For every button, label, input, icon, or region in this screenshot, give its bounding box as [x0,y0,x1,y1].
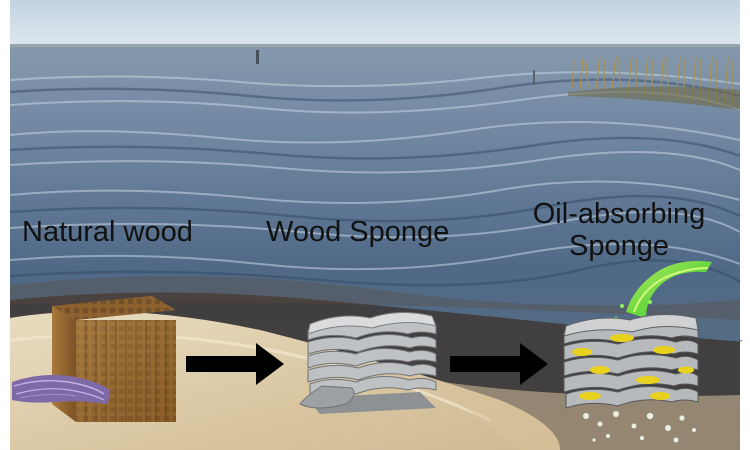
wood-sponge-stack [299,312,437,414]
right-arrow-icon [186,343,284,385]
wood-sponge-label: Wood Sponge [266,216,450,248]
right-arrow-icon [450,343,548,385]
oil-absorbing-label-line2: Sponge [569,230,669,262]
oil-absorbing-label-line1: Oil-absorbing [532,198,706,230]
oil-absorbing-sponge-stack [563,261,712,443]
oil-absorbing-sponge-label: Oil-absorbing Sponge [512,198,726,262]
natural-wood-label: Natural wood [22,216,193,248]
natural-wood-block [12,296,176,422]
